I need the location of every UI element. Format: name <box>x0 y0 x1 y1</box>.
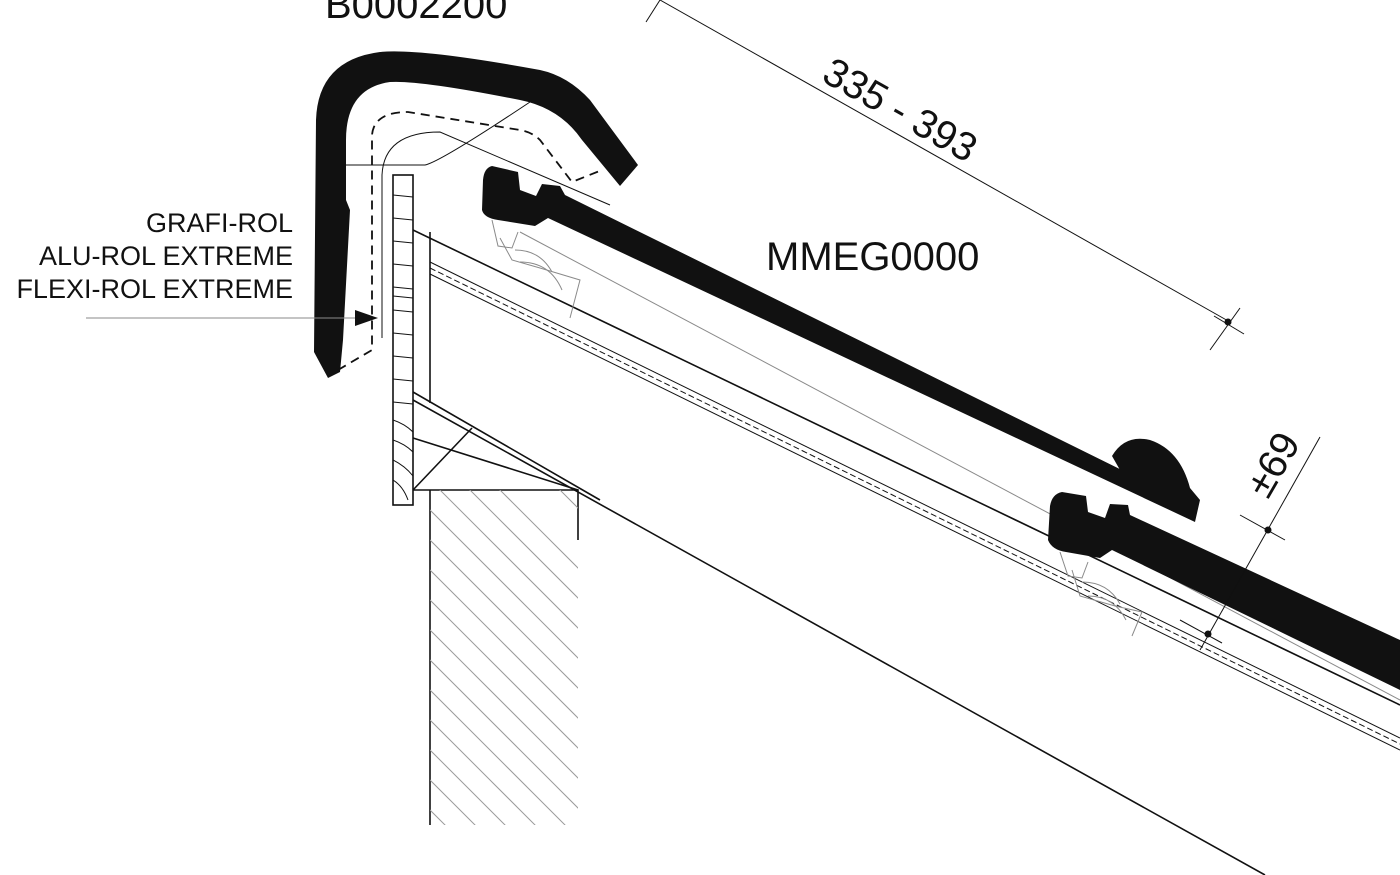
dimension-label-headlap: ±69 <box>1238 425 1309 505</box>
roof-tile-lower <box>1048 492 1400 690</box>
ridge-roll-label-2: ALU-ROL EXTREME <box>39 241 293 271</box>
ridge-cap-label: B0002200 <box>325 0 507 27</box>
ridge-roll-label-3: FLEXI-ROL EXTREME <box>16 274 293 304</box>
roof-tile-upper <box>482 166 1200 522</box>
ridge-roll-label-1: GRAFI-ROL <box>146 208 293 238</box>
tile-label: MMEG0000 <box>766 235 979 279</box>
arrowhead-icon <box>355 310 378 326</box>
ridge-post <box>392 174 431 506</box>
ridge-roll-callout <box>86 310 378 326</box>
dimension-label-batten-gauge: 335 - 393 <box>816 50 985 172</box>
wall-plate-detail <box>412 391 601 825</box>
rafter-and-underlay <box>412 229 1400 875</box>
ridge-cap-profile <box>314 51 638 379</box>
